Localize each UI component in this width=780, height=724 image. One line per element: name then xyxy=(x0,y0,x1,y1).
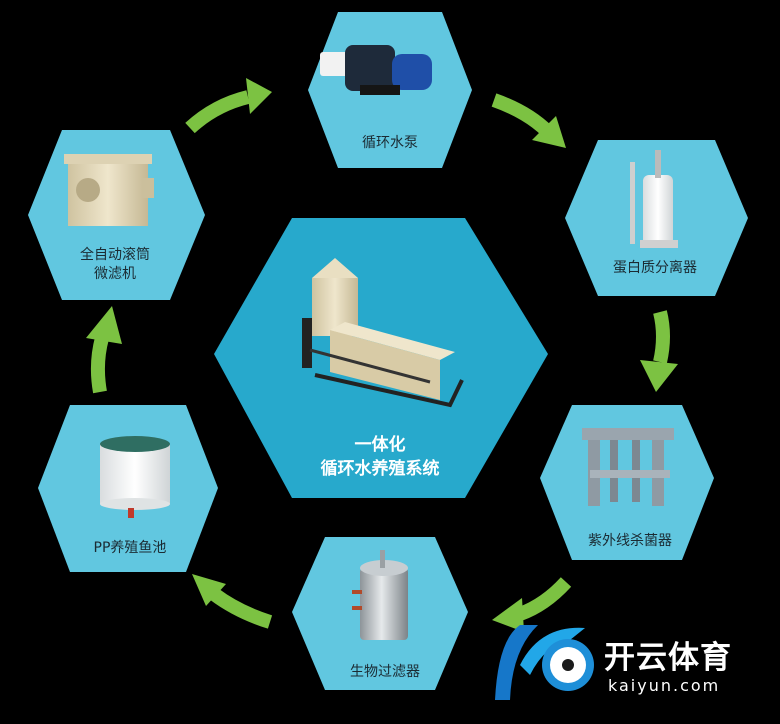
arrow-drumfilter-to-pump xyxy=(185,78,272,134)
integrated-system-image xyxy=(302,258,464,408)
watermark-brand: 开云体育 xyxy=(604,640,732,676)
pp-tank-image xyxy=(100,436,170,518)
drumfilter-label-line1: 全自动滚筒 xyxy=(80,247,150,263)
kaiyun-logo xyxy=(495,625,594,700)
biological-filter-image xyxy=(352,550,408,640)
skimmer-label: 蛋白质分离器 xyxy=(613,260,697,276)
uv-sterilizer-image xyxy=(582,428,674,506)
water-pump-image xyxy=(320,45,432,95)
arrow-biofilter-to-tank xyxy=(192,574,273,629)
flow-arrows xyxy=(86,78,678,632)
drumfilter-label: 全自动滚筒 微滤机 xyxy=(55,246,175,284)
uv-label: 紫外线杀菌器 xyxy=(588,533,672,549)
tank-label: PP养殖鱼池 xyxy=(93,540,167,556)
hexagon-uv xyxy=(540,405,714,560)
arrow-uv-to-biofilter xyxy=(492,577,572,632)
drumfilter-label-line2: 微滤机 xyxy=(94,266,136,282)
center-title: 一体化 循环水养殖系统 xyxy=(300,433,460,481)
drum-filter-image xyxy=(64,154,154,226)
arrow-pump-to-skimmer xyxy=(491,93,566,148)
center-title-line1: 一体化 xyxy=(354,435,406,455)
arrow-skimmer-to-uv xyxy=(640,310,678,392)
center-title-line2: 循环水养殖系统 xyxy=(320,459,440,479)
arrow-tank-to-drumfilter xyxy=(86,306,122,394)
watermark-url: kaiyun.com xyxy=(608,676,721,695)
biofilter-label: 生物过滤器 xyxy=(350,664,420,680)
pump-label: 循环水泵 xyxy=(362,135,418,151)
protein-skimmer-image xyxy=(630,150,678,248)
